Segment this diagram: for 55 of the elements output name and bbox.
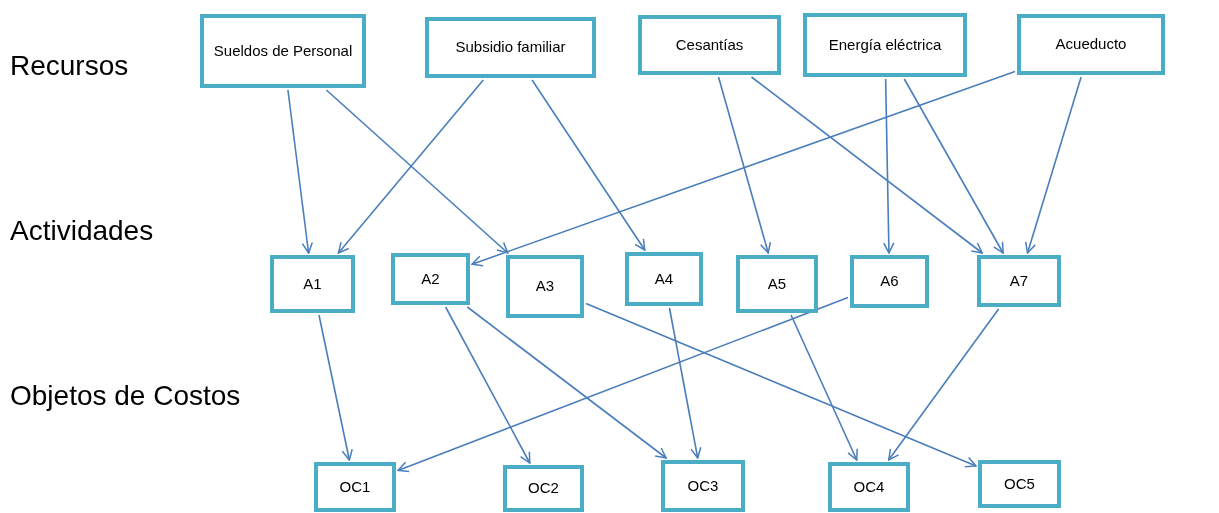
arrow: [397, 296, 849, 473]
process-box: [736, 255, 818, 313]
box-label: Cesantías: [675, 35, 744, 55]
arrow: [1024, 76, 1082, 254]
arrow: [531, 79, 646, 251]
box-label: A5: [767, 274, 787, 294]
arrow: [325, 89, 509, 254]
arrow: [585, 302, 977, 468]
arrow: [337, 79, 485, 254]
box-label: OC3: [687, 476, 719, 496]
arrow: [883, 78, 895, 254]
process-box: [503, 465, 584, 512]
box-label: A3: [535, 277, 555, 296]
arrow: [466, 306, 667, 459]
box-label: A1: [303, 274, 322, 294]
box-label: Sueldos de Personal: [213, 41, 353, 61]
process-box: [661, 460, 745, 512]
box-label: Subsidio familiar: [455, 38, 566, 57]
arrow: [750, 76, 984, 254]
process-box: [978, 460, 1061, 508]
process-box: [803, 13, 967, 77]
arrow: [903, 78, 1004, 254]
arrow: [887, 308, 1000, 461]
process-box: [1017, 14, 1165, 75]
process-box: [638, 15, 781, 75]
process-box: [625, 252, 703, 306]
box-label: A6: [880, 272, 899, 291]
process-box: [828, 462, 910, 512]
arrow: [668, 307, 702, 459]
process-box: [850, 255, 929, 308]
process-box: [391, 253, 470, 305]
box-label: A2: [421, 269, 440, 289]
box-label: OC4: [853, 477, 885, 497]
box-label: Acueducto: [1055, 35, 1127, 54]
process-box: [425, 17, 596, 78]
box-label: A7: [1009, 271, 1029, 291]
box-label: OC5: [1004, 474, 1035, 494]
arrow: [471, 70, 1016, 267]
box-label: A4: [654, 269, 674, 289]
row-label: Actividades: [10, 214, 154, 248]
process-box: [314, 462, 396, 512]
process-box: [977, 255, 1061, 307]
arrow: [790, 314, 858, 461]
row-label: Recursos: [10, 49, 129, 83]
arrow: [444, 306, 531, 464]
arrow: [287, 89, 314, 254]
row-label: Objetos de Costos: [10, 379, 241, 413]
process-box: [270, 255, 355, 313]
process-box: [200, 14, 366, 88]
box-label: OC1: [339, 477, 371, 497]
box-label: Energía eléctrica: [828, 35, 942, 55]
arrow: [717, 76, 772, 254]
box-label: OC2: [528, 479, 559, 498]
arrow: [318, 314, 353, 461]
process-box: [506, 255, 584, 318]
